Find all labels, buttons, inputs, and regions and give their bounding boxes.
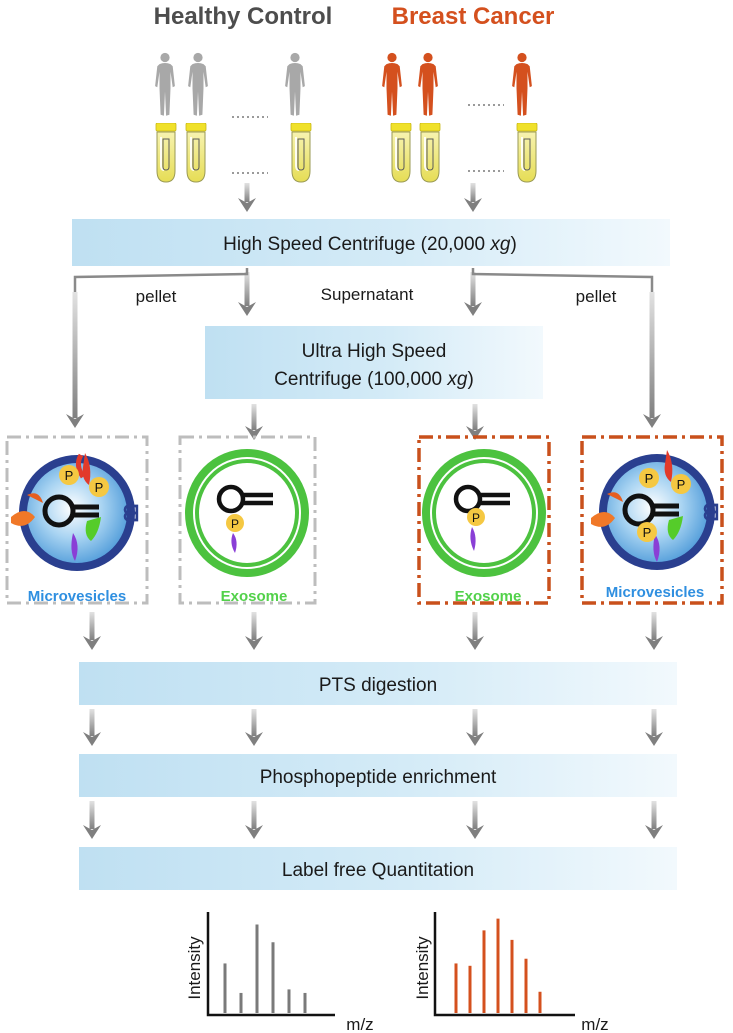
quantitation-box: [79, 847, 677, 890]
exosome-icon: P: [185, 449, 309, 577]
split-lines: [73, 268, 654, 292]
down-arrow-icon: [238, 183, 256, 212]
cancer-tubes: [389, 123, 539, 183]
person-icon: [285, 52, 305, 116]
healthy-people-group: [155, 52, 305, 116]
spectrum-x-label: m/z: [346, 1015, 373, 1033]
cancer-people-group: [382, 52, 532, 116]
down-arrow-icon: [466, 404, 484, 440]
person-icon: [188, 52, 208, 116]
down-arrow-icon: [645, 709, 663, 746]
microvesicle-icon: ᗺ P P: [11, 453, 139, 571]
svg-text:ᗺ: ᗺ: [703, 500, 719, 525]
down-arrow-icon: [83, 612, 101, 650]
blood-tube-icon: [418, 123, 442, 183]
cancer-spectrum: Intensity m/z: [413, 912, 609, 1033]
centrifuge2-label-line1: Ultra High Speed: [302, 341, 447, 362]
exosome-label-healthy: Exosome: [221, 588, 288, 605]
down-arrow-icon: [464, 183, 482, 212]
phospho-label: P: [65, 468, 74, 483]
digestion-box: [79, 662, 677, 705]
down-arrow-icon: [245, 801, 263, 839]
phospho-label: P: [231, 517, 239, 531]
blood-tube-icon: [289, 123, 313, 183]
phospho-label: P: [677, 477, 686, 492]
down-arrow-icon: [464, 272, 482, 316]
microvesicle-icon: ᗺ P P P: [591, 450, 719, 570]
down-arrow-icon: [245, 404, 263, 440]
spectrum-y-label: Intensity: [413, 936, 432, 1000]
blood-tube-icon: [515, 123, 539, 183]
exosome-label-cancer: Exosome: [455, 588, 522, 605]
spectrum-axes: [206, 912, 335, 1017]
phospho-label: P: [95, 480, 104, 495]
phospho-label: P: [645, 471, 654, 486]
healthy-control-title: Healthy Control: [154, 3, 333, 30]
cancer-microvesicle-frame: [580, 435, 724, 605]
down-arrow-icon: [245, 709, 263, 746]
centrifuge1-box: [72, 219, 670, 266]
blood-tube-icon: [389, 123, 413, 183]
down-arrow-icon: [643, 292, 661, 428]
arrows: [66, 183, 663, 839]
supernatant-label: Supernatant: [321, 285, 414, 304]
down-arrow-icon: [645, 801, 663, 839]
down-arrow-icon: [466, 709, 484, 746]
person-icon: [418, 52, 438, 116]
microvesicles-label-healthy: Microvesicles: [28, 588, 126, 605]
down-arrow-icon: [466, 612, 484, 650]
centrifuge1-label: High Speed Centrifuge (20,000 xg): [223, 234, 517, 255]
down-arrow-icon: [238, 272, 256, 316]
breast-cancer-title: Breast Cancer: [392, 3, 555, 30]
blood-tube-icon: [184, 123, 208, 183]
person-icon: [382, 52, 402, 116]
spectrum-axes: [433, 912, 575, 1017]
phospho-label: P: [643, 525, 652, 540]
pellet-left-label: pellet: [136, 287, 177, 306]
person-icon: [512, 52, 532, 116]
down-arrow-icon: [66, 292, 84, 428]
down-arrow-icon: [83, 801, 101, 839]
microvesicles-label-cancer: Microvesicles: [606, 584, 704, 601]
enrichment-box: [79, 754, 677, 797]
down-arrow-icon: [245, 612, 263, 650]
ellipsis-dots: [232, 104, 504, 174]
spectrum-x-label: m/z: [581, 1015, 608, 1033]
phospho-label: P: [472, 511, 480, 525]
cancer-exosome-frame: [417, 435, 551, 605]
enrichment-label: Phosphopeptide enrichment: [260, 767, 497, 788]
svg-text:ᗺ: ᗺ: [123, 501, 139, 526]
cancer-peaks: [454, 918, 542, 1013]
healthy-exosome-frame: [178, 435, 317, 605]
centrifuge2-box: [205, 326, 543, 399]
person-icon: [155, 52, 175, 116]
healthy-microvesicle-frame: [5, 435, 149, 605]
blood-tube-icon: [154, 123, 178, 183]
down-arrow-icon: [645, 612, 663, 650]
exosome-icon: P: [422, 449, 546, 577]
healthy-spectrum: Intensity m/z: [185, 912, 374, 1033]
down-arrow-icon: [83, 709, 101, 746]
down-arrow-icon: [466, 801, 484, 839]
healthy-peaks: [223, 924, 307, 1013]
quantitation-label: Label free Quantitation: [282, 860, 474, 881]
spectrum-y-label: Intensity: [185, 936, 204, 1000]
digestion-label: PTS digestion: [319, 675, 437, 696]
pellet-right-label: pellet: [576, 287, 617, 306]
centrifuge2-label-line2: Centrifuge (100,000 xg): [274, 369, 474, 390]
